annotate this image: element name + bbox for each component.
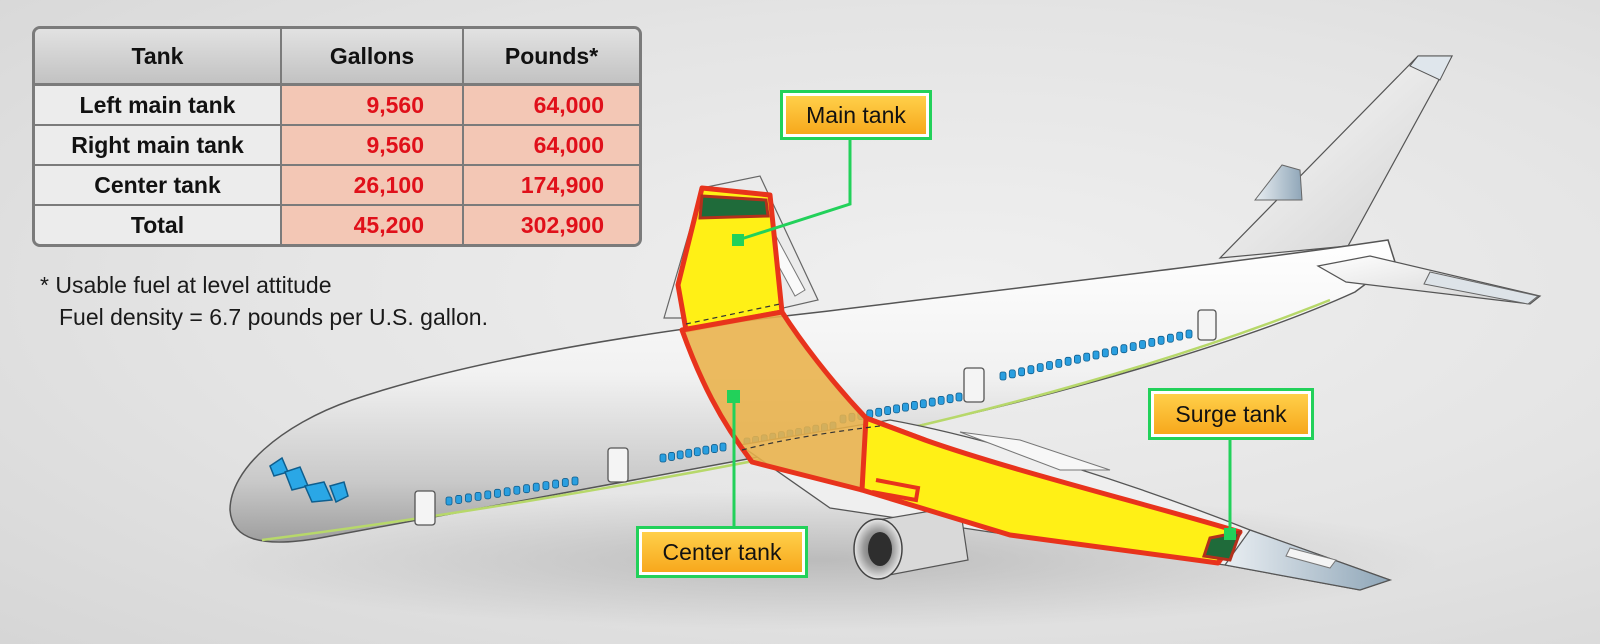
tank-name: Total	[35, 206, 282, 244]
footnote-usable-fuel: * Usable fuel at level attitude	[40, 272, 332, 298]
table-row: Left main tank 9,560 64,000	[35, 86, 639, 126]
fuselage-doors	[414, 309, 1217, 526]
table-row-total: Total 45,200 302,900	[35, 206, 639, 244]
tank-name: Left main tank	[35, 86, 282, 126]
table-row: Right main tank 9,560 64,000	[35, 126, 639, 166]
passenger-window	[474, 491, 482, 501]
passenger-window	[685, 448, 693, 458]
passenger-window	[676, 450, 684, 460]
passenger-window	[884, 406, 892, 415]
passenger-window	[1148, 337, 1156, 347]
passenger-window	[542, 481, 550, 491]
passenger-window	[455, 495, 463, 504]
center-hidden-line	[741, 425, 881, 451]
near-wing-flap	[959, 431, 1111, 471]
passenger-window	[719, 442, 727, 452]
passenger-window	[910, 401, 918, 410]
fuel-capacity-table: Tank Gallons Pounds* Left main tank 9,56…	[32, 26, 642, 247]
callout-center-tank-label: Center tank	[642, 532, 802, 572]
passenger-window	[552, 479, 560, 489]
tank-rib	[871, 478, 921, 503]
left-surge-tank	[698, 194, 770, 220]
tank-gallons: 9,560	[282, 86, 464, 126]
header-pounds: Pounds*	[464, 29, 639, 86]
passenger-window	[1111, 346, 1118, 356]
passenger-window	[875, 407, 883, 417]
passenger-window	[1167, 333, 1174, 343]
tank-gallons: 26,100	[282, 166, 464, 206]
passenger-window	[999, 371, 1007, 381]
passenger-window	[1185, 329, 1193, 339]
tank-name: Right main tank	[35, 126, 282, 166]
passenger-window	[893, 404, 900, 414]
passenger-window	[523, 484, 530, 494]
far-horizontal-stabilizer	[1253, 164, 1303, 201]
wing-root-hidden-line	[685, 303, 781, 325]
passenger-window	[1120, 344, 1128, 354]
passenger-window	[445, 496, 453, 506]
header-gallons: Gallons	[282, 29, 464, 86]
passenger-window	[1176, 331, 1184, 341]
callout-main-tank-label: Main tank	[786, 96, 926, 134]
passenger-window	[1046, 361, 1053, 370]
passenger-window	[1083, 352, 1091, 362]
passenger-window	[946, 394, 954, 404]
passenger-window	[571, 476, 579, 486]
passenger-window	[1074, 354, 1081, 364]
passenger-window	[464, 493, 472, 503]
tank-pounds: 174,900	[464, 166, 639, 206]
passenger-window	[702, 445, 710, 455]
near-horizontal-stabilizer-elevator	[1423, 271, 1540, 305]
engine	[853, 505, 969, 580]
aileron-detail	[1285, 547, 1337, 569]
passenger-window	[1157, 335, 1165, 345]
passenger-window	[919, 399, 927, 409]
passenger-window	[1129, 342, 1137, 352]
table-row: Center tank 26,100 174,900	[35, 166, 639, 206]
tank-name: Center tank	[35, 166, 282, 206]
passenger-window	[503, 487, 511, 497]
header-tank: Tank	[35, 29, 282, 86]
passenger-window	[693, 447, 701, 457]
passenger-window	[1008, 369, 1016, 379]
table-header-row: Tank Gallons Pounds*	[35, 29, 639, 86]
passenger-window	[902, 402, 909, 412]
passenger-window	[659, 453, 667, 463]
passenger-window	[1027, 365, 1035, 375]
tank-pounds: 302,900	[464, 206, 639, 244]
callout-surge-tank: Surge tank	[1148, 388, 1314, 440]
vertical-stabilizer-edge	[1409, 55, 1453, 81]
tank-pounds: 64,000	[464, 126, 639, 166]
passenger-window	[668, 452, 675, 461]
vertical-stabilizer	[1218, 55, 1454, 259]
callout-main-tank: Main tank	[780, 90, 932, 140]
passenger-window	[561, 478, 569, 487]
passenger-window	[928, 397, 936, 407]
tank-gallons: 9,560	[282, 126, 464, 166]
passenger-window	[513, 485, 521, 495]
passenger-window	[1064, 356, 1072, 366]
tank-pounds: 64,000	[464, 86, 639, 126]
callout-leaders	[732, 138, 1232, 534]
passenger-window	[494, 488, 501, 498]
passenger-window	[1101, 348, 1109, 358]
callout-anchor-points	[727, 234, 1236, 540]
passenger-window	[1139, 340, 1146, 349]
passenger-window	[1018, 367, 1025, 377]
passenger-window	[1092, 350, 1100, 360]
passenger-window	[484, 490, 492, 500]
passenger-window	[711, 444, 718, 453]
footnote-fuel-density: Fuel density = 6.7 pounds per U.S. gallo…	[59, 304, 488, 330]
passenger-window	[955, 392, 963, 402]
callout-surge-tank-label: Surge tank	[1154, 394, 1308, 434]
passenger-window	[532, 482, 540, 492]
callout-center-tank: Center tank	[636, 526, 808, 578]
cockpit-windows	[269, 456, 349, 504]
passenger-window	[1036, 363, 1044, 373]
passenger-window	[937, 395, 945, 405]
passenger-window	[1055, 358, 1063, 368]
tank-gallons: 45,200	[282, 206, 464, 244]
